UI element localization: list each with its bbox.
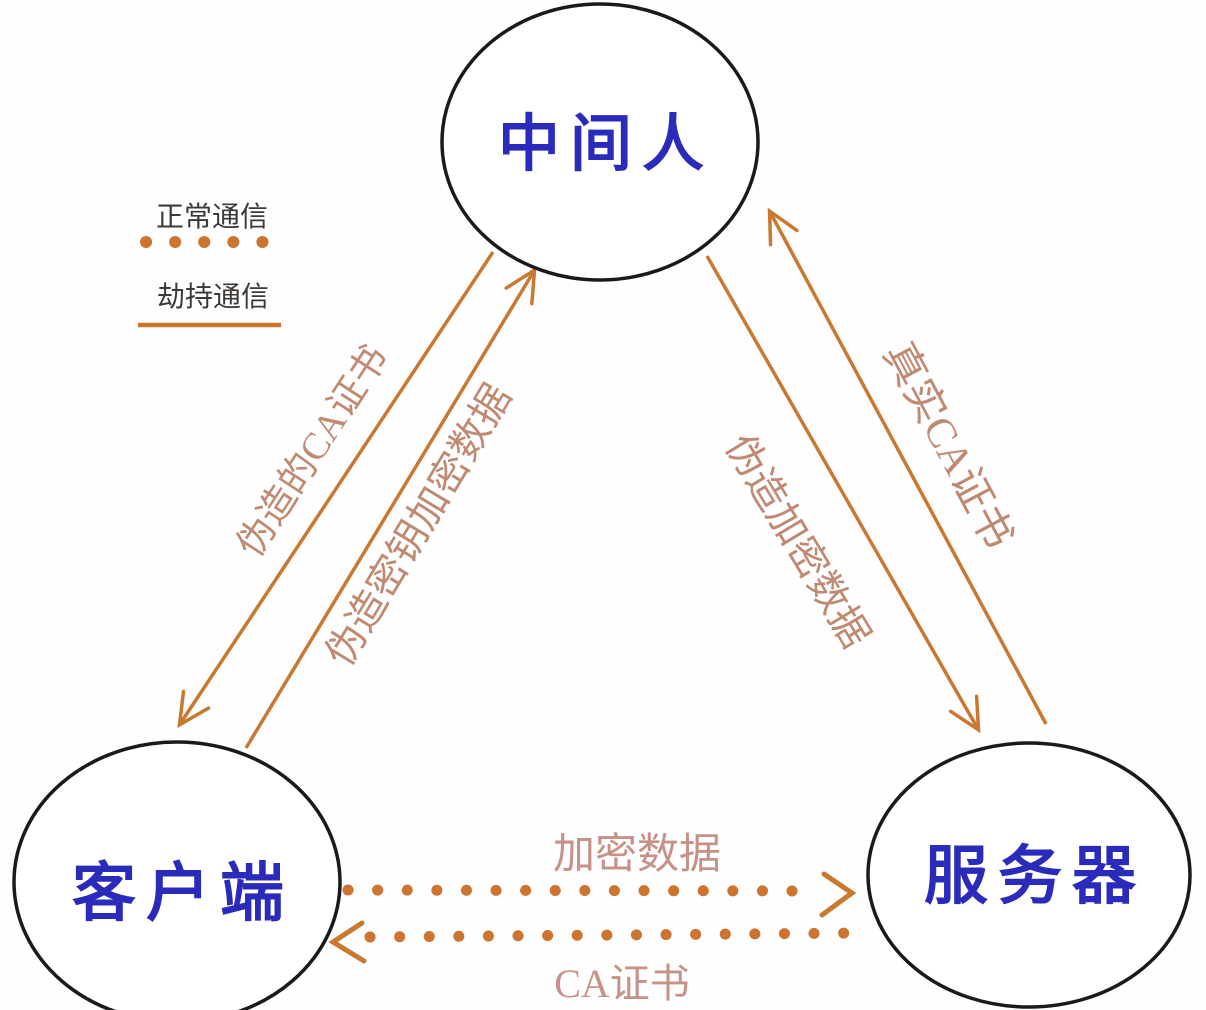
node-client-circle <box>12 740 342 1010</box>
legend: 正常通信 劫持通信 <box>138 201 281 328</box>
node-server: 服务器 <box>866 741 1192 1009</box>
edge-forged-ca-cert-line <box>177 251 495 729</box>
edge-encrypted-data-dotted-line <box>342 884 818 897</box>
edge-forged-ca-cert-label: 伪造的CA证书 <box>229 338 396 565</box>
edge-forged-encrypted-data-line <box>705 255 981 734</box>
legend-normal-label: 正常通信 <box>156 201 268 233</box>
edge-ca-cert-label: CA证书 <box>554 961 690 1006</box>
node-server-label: 服务器 <box>924 841 1146 912</box>
node-middleman-circle <box>440 2 760 282</box>
edge-encrypted-data-label: 加密数据 <box>553 831 721 878</box>
node-middleman-label: 中间人 <box>498 111 714 179</box>
node-middleman: 中间人 <box>440 2 760 282</box>
edge-forged-encrypted-data-label: 伪造加密数据 <box>716 427 878 656</box>
edge-forged-key-encrypted-data-line <box>244 266 537 749</box>
node-server-circle <box>866 741 1192 1009</box>
arrowhead-right-icon <box>819 871 857 918</box>
node-client-label: 客户端 <box>72 858 294 929</box>
legend-hijacked-label: 劫持通信 <box>157 281 269 313</box>
arrowhead-left-icon <box>328 920 367 964</box>
edge-ca-cert-dotted-line <box>364 927 866 943</box>
node-client: 客户端 <box>12 740 342 1010</box>
edge-real-ca-cert-line <box>767 207 1048 725</box>
